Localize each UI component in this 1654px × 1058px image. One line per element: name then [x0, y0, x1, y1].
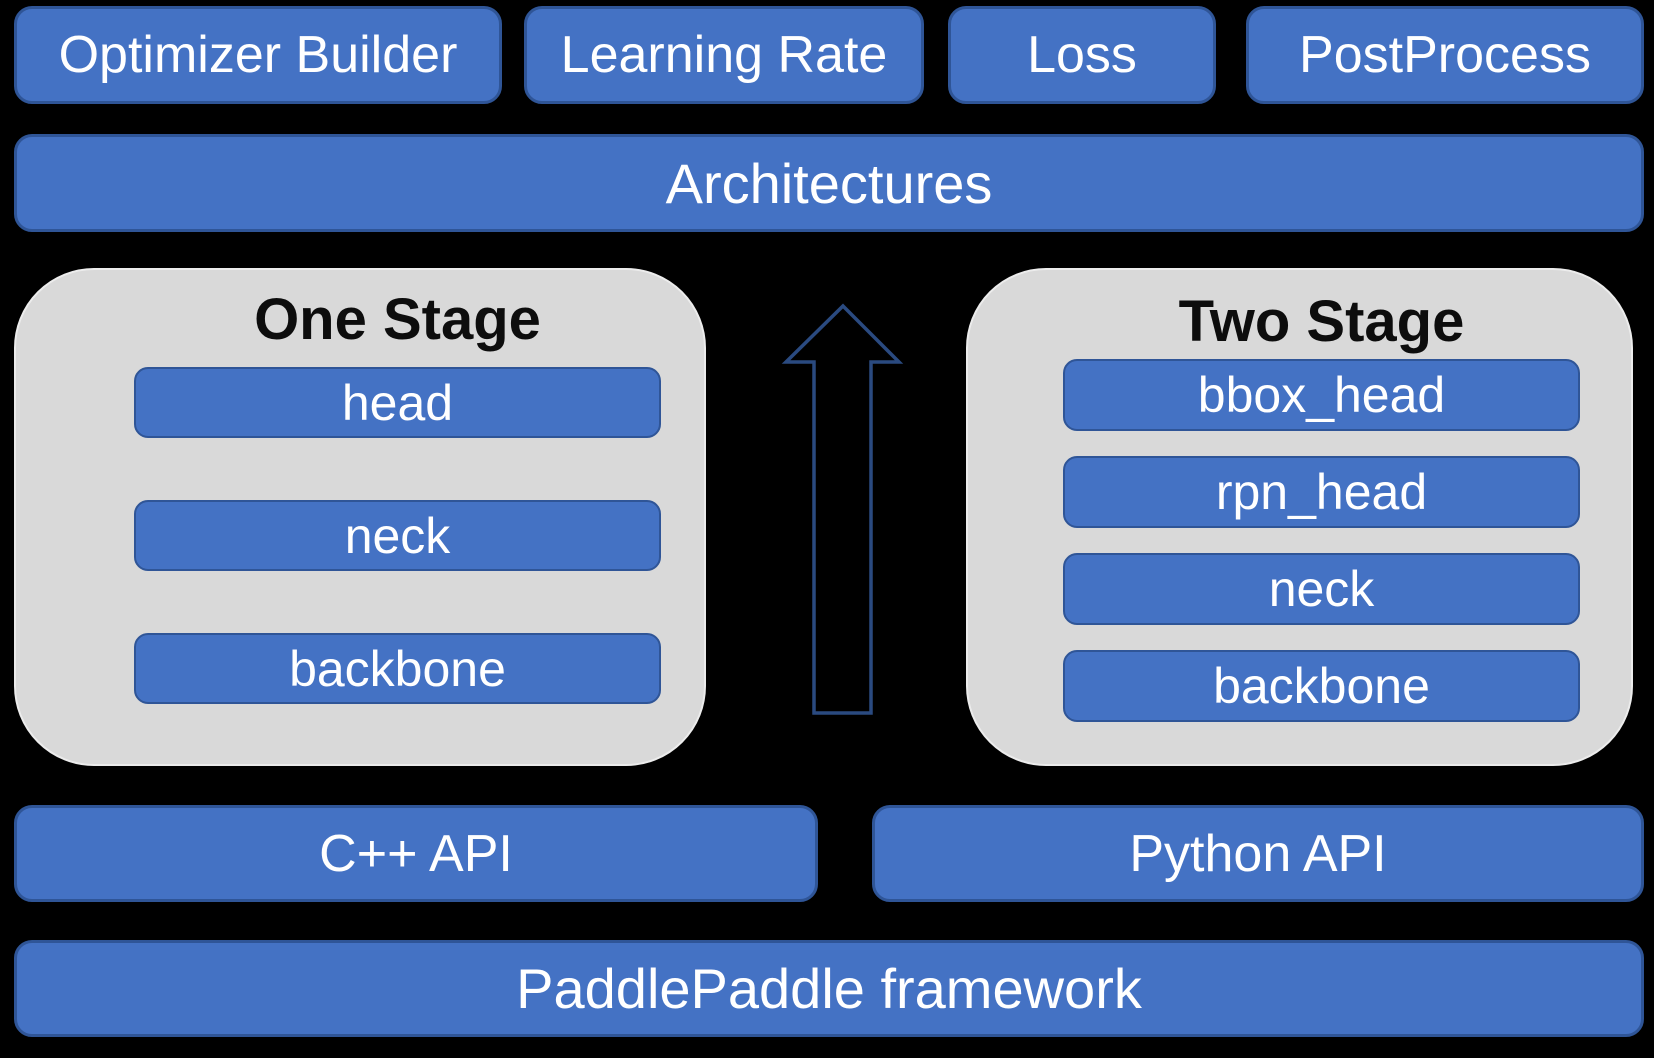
layer-bbox-head: bbox_head	[1063, 359, 1580, 431]
up-arrow-icon	[781, 303, 904, 715]
layer-neck: neck	[134, 500, 661, 571]
box-paddlepaddle-framework: PaddlePaddle framework	[14, 940, 1644, 1037]
layer-rpn-head: rpn_head	[1063, 456, 1580, 528]
box-architectures: Architectures	[14, 134, 1644, 232]
layer-head: head	[134, 367, 661, 438]
box-postprocess: PostProcess	[1246, 6, 1644, 104]
box-learning-rate: Learning Rate	[524, 6, 924, 104]
box-optimizer-builder: Optimizer Builder	[14, 6, 502, 104]
layer-neck-two-stage: neck	[1063, 553, 1580, 625]
two-stage-title: Two Stage	[1178, 289, 1465, 354]
box-cpp-api: C++ API	[14, 805, 818, 902]
layer-backbone-two-stage: backbone	[1063, 650, 1580, 722]
one-stage-title: One Stage	[254, 287, 541, 352]
box-python-api: Python API	[872, 805, 1644, 902]
layer-backbone: backbone	[134, 633, 661, 704]
box-loss: Loss	[948, 6, 1216, 104]
